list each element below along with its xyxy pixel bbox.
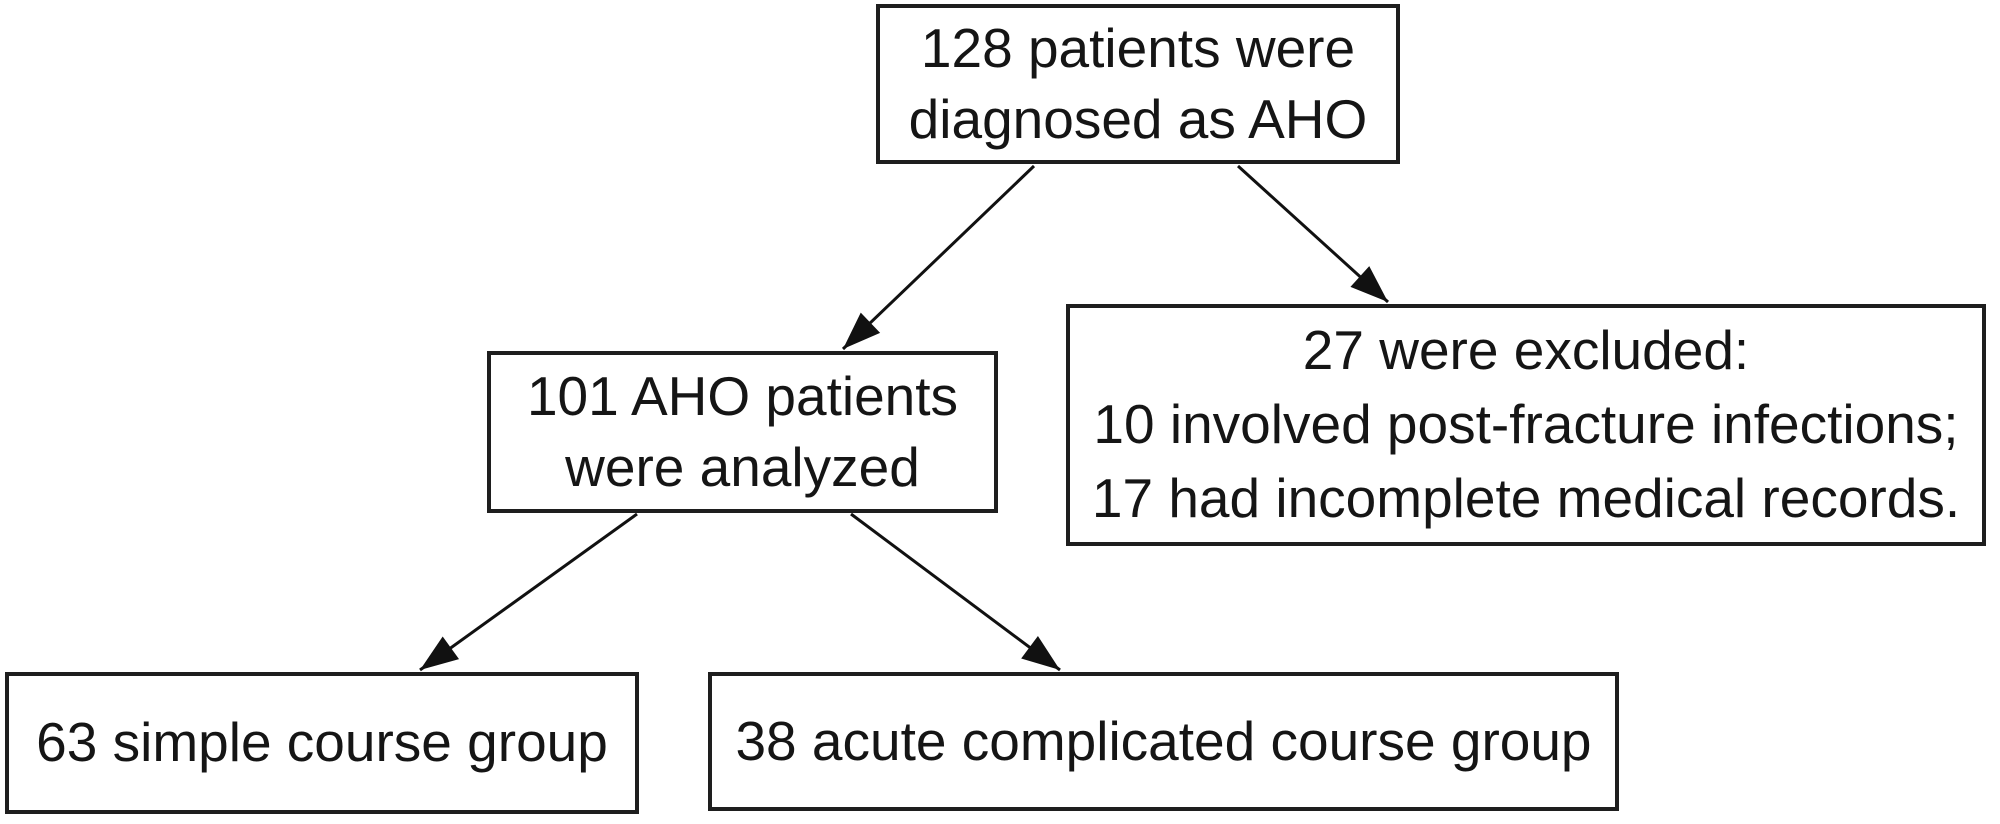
- node-complicated-course-box: 38 acute complicated course group: [708, 672, 1619, 811]
- node-simple-course-box: 63 simple course group: [5, 672, 639, 814]
- arrow-analyzed-to-complicated: [850, 512, 1061, 672]
- arrow-diagnosed-to-analyzed: [841, 164, 1036, 351]
- node-excluded-line-3: 17 had incomplete medical records.: [1091, 466, 1961, 529]
- node-excluded-box: 27 were excluded: 10 involved post-fract…: [1066, 304, 1986, 546]
- node-analyzed-line-2: were analyzed: [565, 436, 920, 498]
- node-diagnosed-line-2: diagnosed as AHO: [908, 88, 1368, 150]
- arrow-analyzed-to-simple: [419, 512, 638, 672]
- node-diagnosed-box: 128 patients were diagnosed as AHO: [876, 4, 1400, 164]
- node-analyzed-line-1: 101 AHO patients: [526, 364, 959, 427]
- node-excluded-line-2: 10 involved post-fracture infections;: [1093, 393, 1959, 456]
- node-complicated-line-1: 38 acute complicated course group: [735, 709, 1592, 772]
- arrow-diagnosed-to-excluded: [1236, 164, 1390, 304]
- node-excluded-line-1: 27 were excluded:: [1302, 319, 1750, 382]
- node-diagnosed-line-1: 128 patients were: [920, 16, 1356, 79]
- node-analyzed-box: 101 AHO patients were analyzed: [487, 351, 998, 513]
- node-simple-line-1: 63 simple course group: [36, 711, 608, 774]
